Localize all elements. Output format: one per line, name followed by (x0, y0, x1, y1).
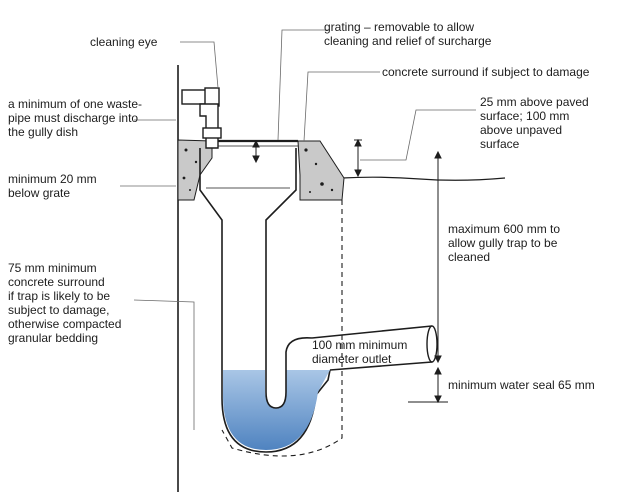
trap-inner (265, 336, 313, 409)
label-cleaning-eye: cleaning eye (90, 35, 158, 49)
bedding-outline (221, 200, 343, 457)
label-min-75mm: 75 mm minimum concrete surround if trap … (8, 261, 122, 345)
label-water-seal: minimum water seal 65 mm (448, 378, 595, 392)
gully-dish-inner (265, 148, 297, 392)
label-concrete-surround: concrete surround if subject to damage (382, 65, 590, 79)
label-above-paved: 25 mm above paved surface; 100 mm above … (480, 95, 589, 151)
label-waste-pipe: a minimum of one waste- pipe must discha… (8, 97, 143, 139)
label-max-600mm: maximum 600 mm to allow gully trap to be… (448, 222, 561, 264)
label-outlet: 100 mm minimum diameter outlet (312, 338, 408, 366)
ground-line (341, 176, 506, 181)
leader-lines (120, 29, 476, 430)
waste-pipe (181, 87, 222, 149)
dimension-arrows (252, 138, 448, 404)
label-min-20mm: minimum 20 mm below grate (8, 172, 97, 200)
water-seal (223, 370, 330, 450)
outlet-pipe (311, 325, 433, 371)
concrete-surround-left (177, 139, 213, 201)
label-grating: grating – removable to allow cleaning an… (324, 20, 492, 48)
outlet-end (426, 325, 438, 363)
concrete-aggregate (182, 148, 334, 193)
